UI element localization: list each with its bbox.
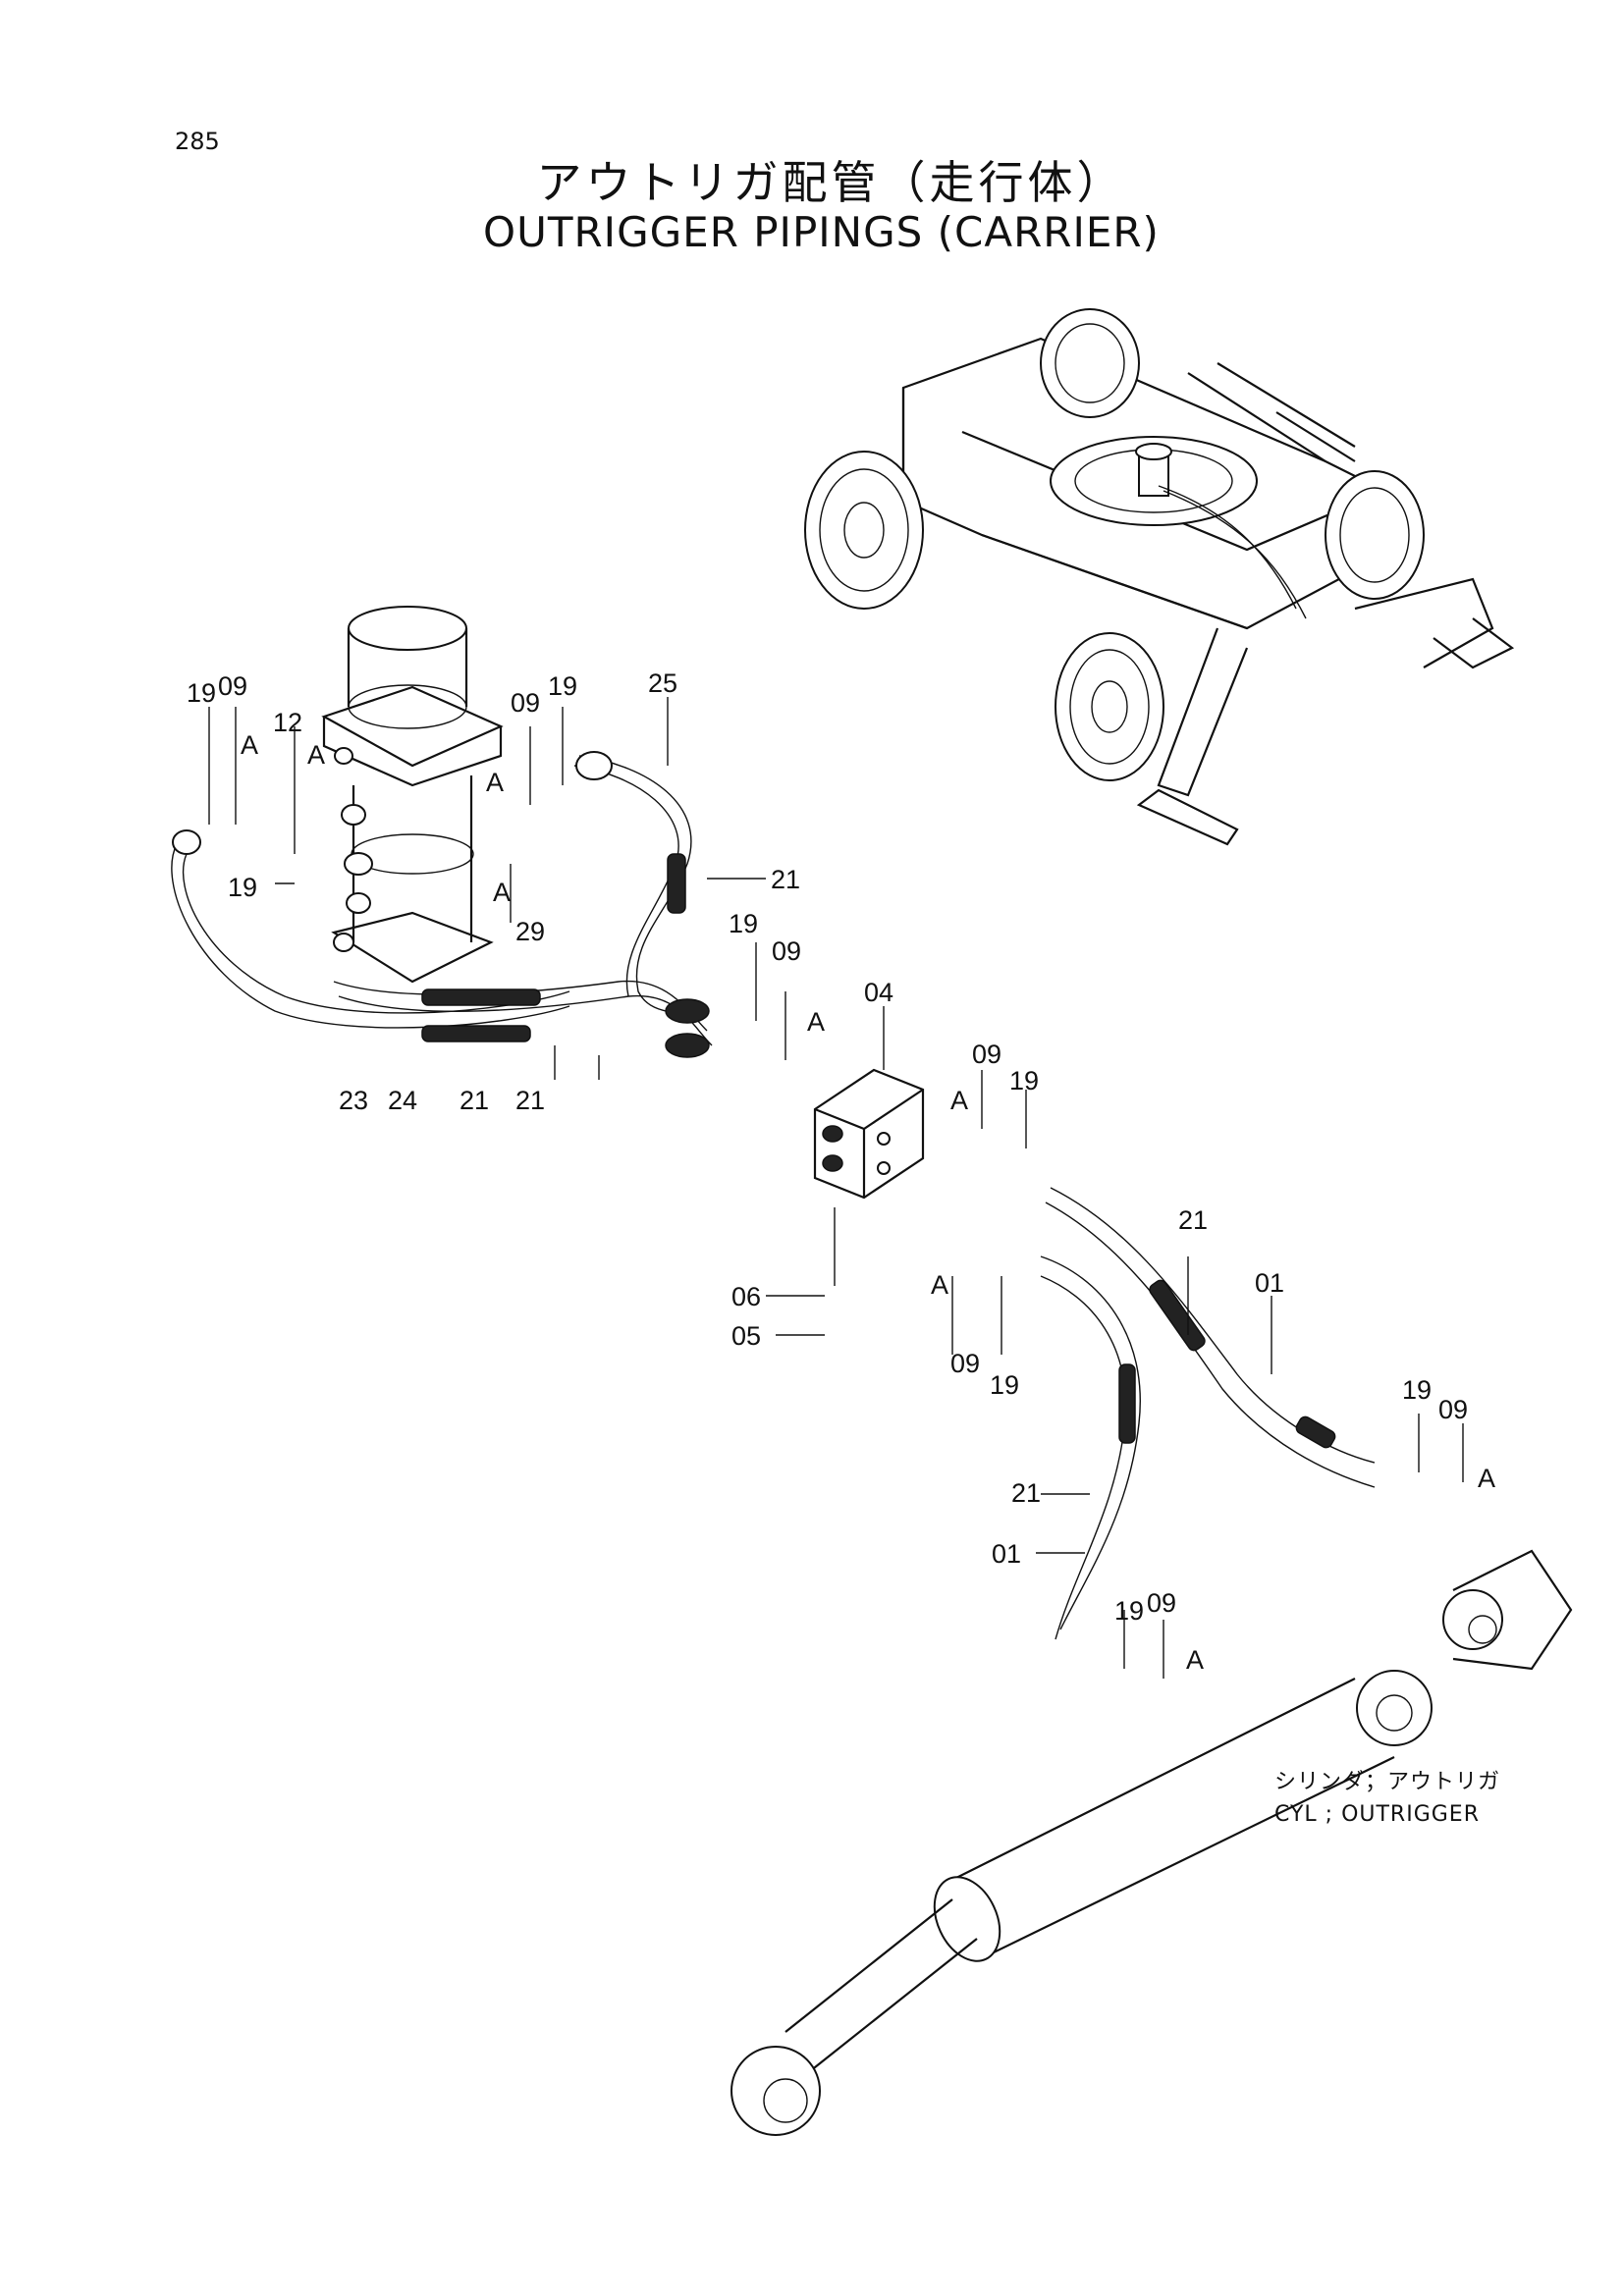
callout-09: 09: [511, 688, 540, 718]
callout-19: 19: [990, 1370, 1019, 1400]
callout-01: 01: [992, 1539, 1021, 1569]
callout-05: 05: [731, 1321, 761, 1351]
valve-block-04: [813, 1068, 925, 1200]
callout-21: 21: [1178, 1205, 1208, 1235]
carrier-wheel: [1325, 470, 1425, 600]
callout-09: 09: [772, 936, 801, 966]
callout-09: 09: [972, 1040, 1001, 1069]
leader-lines: [208, 697, 1464, 1679]
callout-labels: 19 09 A 12 A 19 09 19 A A 29 25 21 23 24…: [187, 668, 1495, 1675]
callout-04: 04: [864, 978, 893, 1007]
callout-09: 09: [950, 1349, 980, 1378]
carrier-wheel: [1055, 632, 1164, 781]
carrier-wheel: [1040, 308, 1140, 418]
callout-a: A: [950, 1086, 968, 1115]
center-joint-illustration: [321, 606, 504, 984]
callout-23: 23: [339, 1086, 368, 1115]
callout-09: 09: [218, 671, 247, 701]
hose-lines-right: [1040, 1187, 1376, 1640]
callout-a: A: [307, 740, 325, 770]
callout-a: A: [486, 768, 504, 797]
callout-a: A: [1478, 1464, 1495, 1493]
callout-09: 09: [1147, 1588, 1176, 1618]
page-number: 285: [175, 128, 220, 155]
callout-a: A: [241, 730, 258, 760]
callout-a: A: [807, 1007, 825, 1037]
callout-a: A: [493, 878, 511, 907]
callout-09: 09: [1438, 1395, 1468, 1424]
callout-06: 06: [731, 1282, 761, 1311]
callout-29: 29: [515, 917, 545, 946]
callout-a: A: [1186, 1645, 1204, 1675]
cylinder-note-english: CYL ; OUTRIGGER: [1274, 1802, 1480, 1827]
callout-19: 19: [228, 873, 257, 902]
callout-a: A: [931, 1270, 948, 1300]
callout-19: 19: [1009, 1066, 1039, 1095]
callout-01: 01: [1255, 1268, 1284, 1298]
callout-25: 25: [648, 668, 677, 698]
hose-lines-left: [171, 751, 713, 1058]
outrigger-cylinder: [730, 1549, 1573, 2136]
callout-21: 21: [771, 865, 800, 894]
cylinder-note-japanese: シリンダ；アウトリガ: [1274, 1770, 1500, 1794]
callout-19: 19: [1402, 1375, 1432, 1405]
callout-19: 19: [729, 909, 758, 938]
callout-19: 19: [187, 678, 216, 708]
title-japanese: アウトリガ配管（走行体）: [536, 156, 1126, 209]
callout-19: 19: [1114, 1596, 1144, 1626]
callout-19: 19: [548, 671, 577, 701]
callout-21: 21: [460, 1086, 489, 1115]
callout-12: 12: [273, 708, 302, 737]
carrier-illustration: [804, 308, 1515, 846]
callout-24: 24: [388, 1086, 417, 1115]
callout-21: 21: [515, 1086, 545, 1115]
callout-21: 21: [1011, 1478, 1041, 1508]
carrier-wheel: [804, 451, 924, 610]
title-english: OUTRIGGER PIPINGS (CARRIER): [483, 208, 1160, 256]
